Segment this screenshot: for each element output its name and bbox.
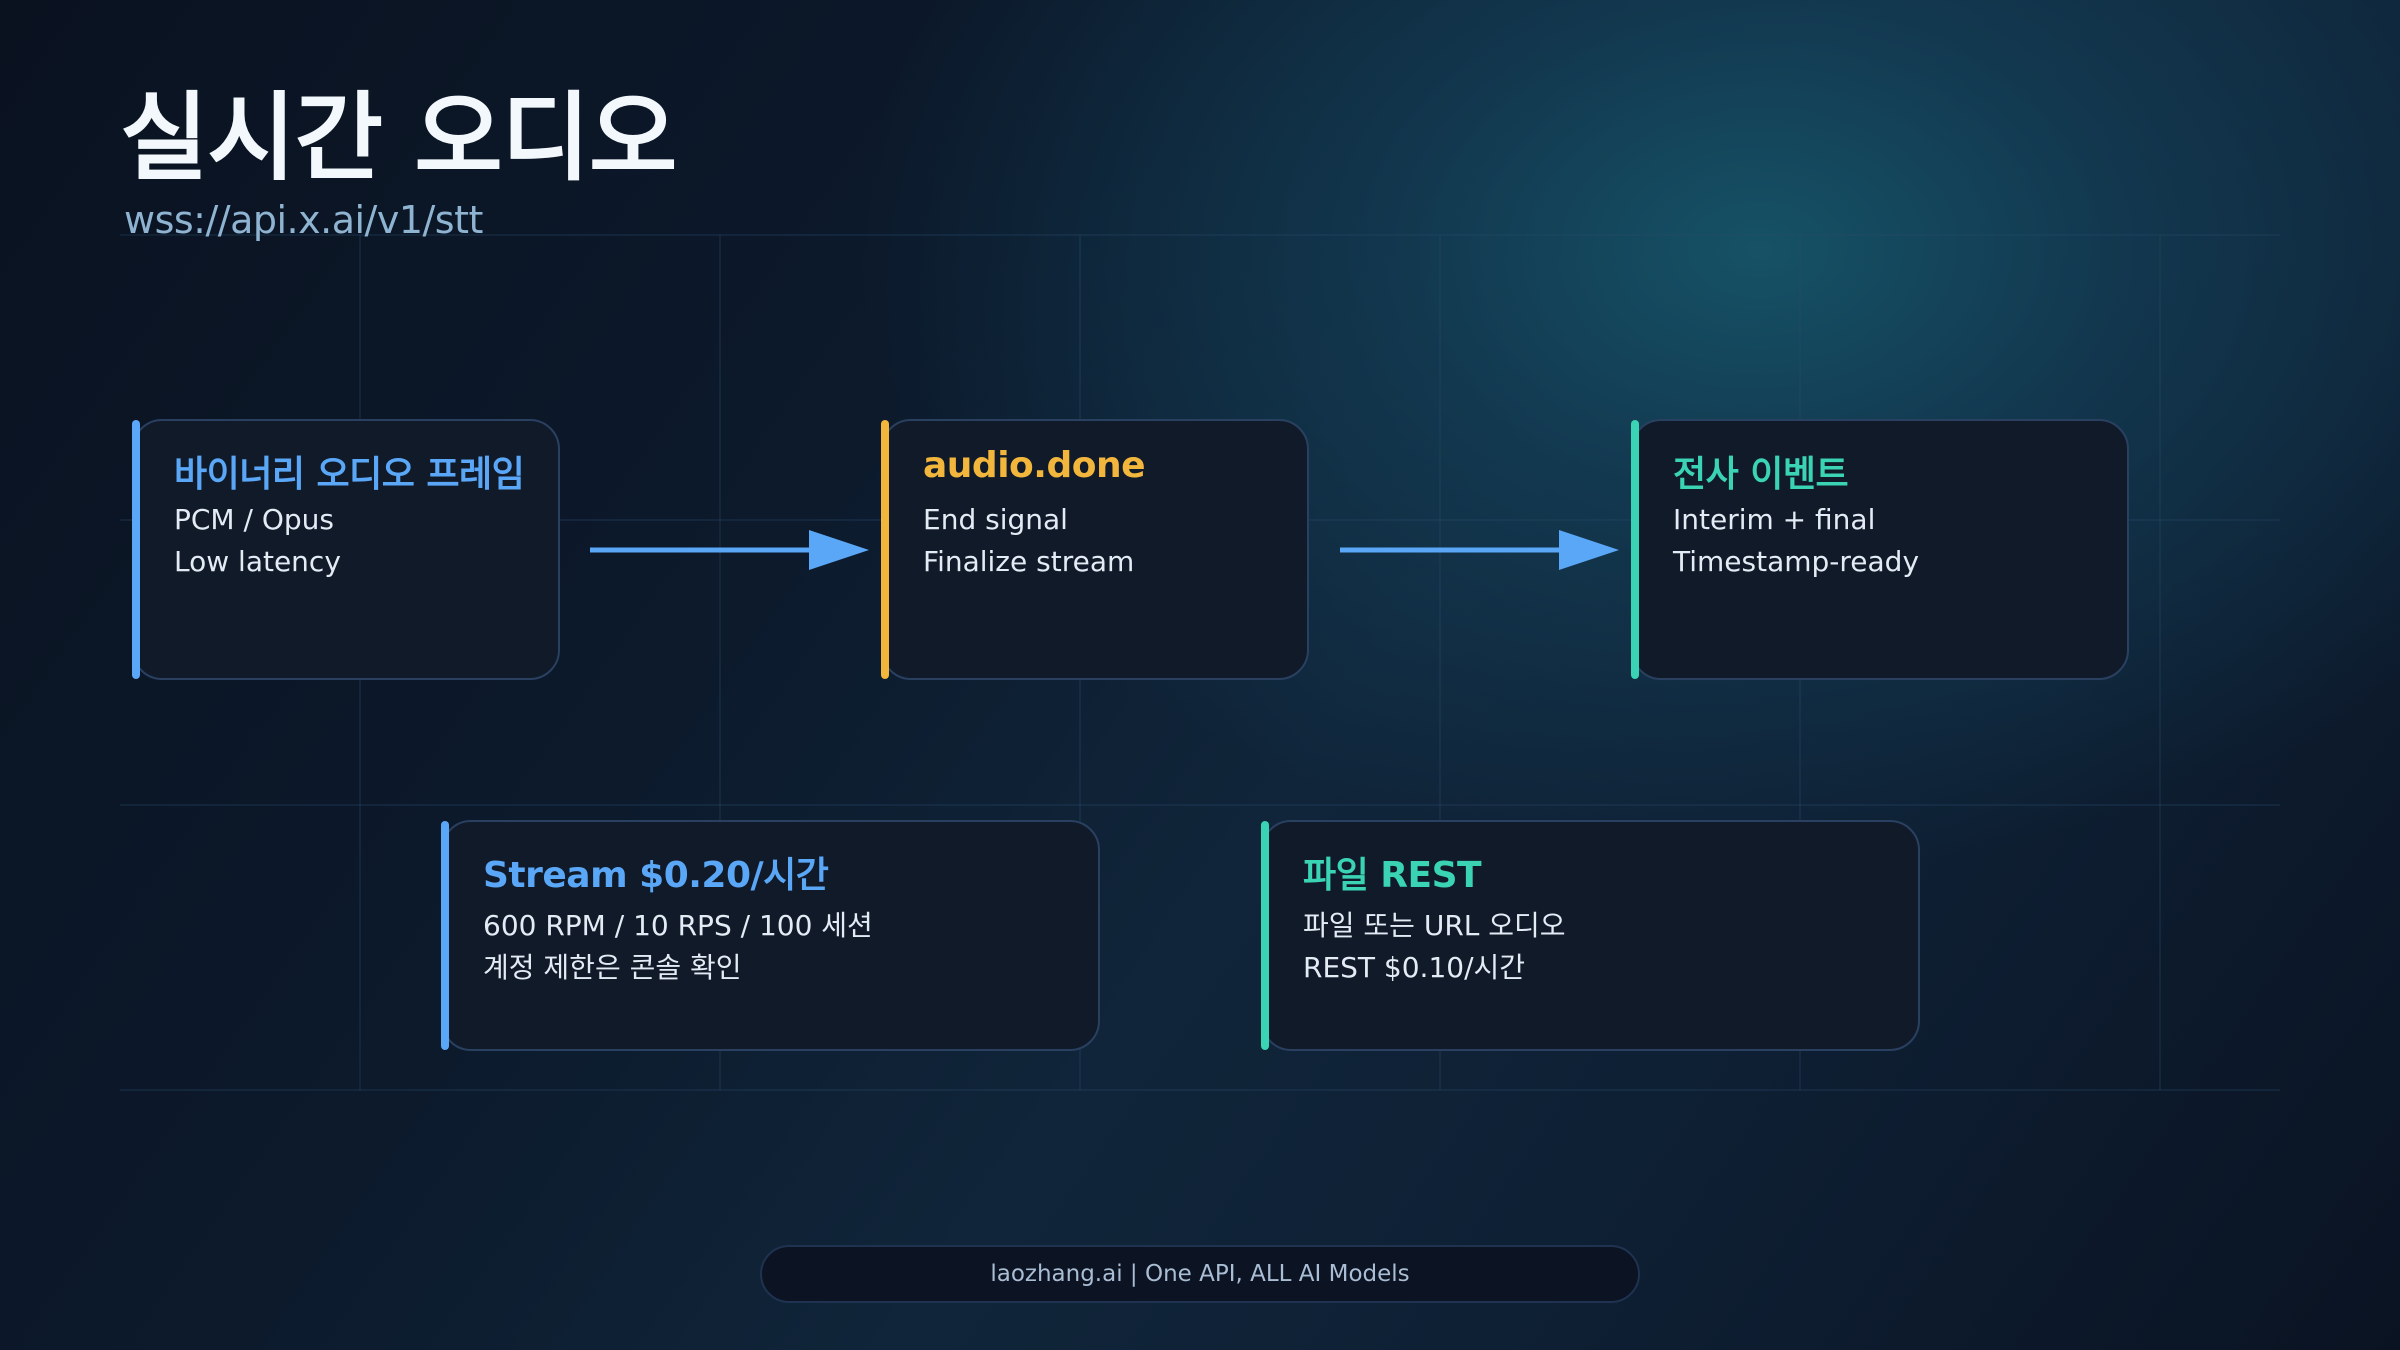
card-title: audio.done [923, 445, 1146, 486]
card-line: Timestamp-ready [1673, 545, 1920, 578]
page-title: 실시간 오디오 [120, 82, 677, 194]
card-title: 파일 REST [1303, 855, 1482, 896]
flow-card-audio-done: audio.done End signal Finalize stream [881, 419, 1309, 680]
card-title: 전사 이벤트 [1673, 454, 1849, 495]
card-line: 계정 제한은 콘솔 확인 [483, 951, 742, 984]
card-title: Stream $0.20/시간 [483, 855, 829, 896]
arrow-right-icon [1340, 530, 1619, 570]
footer-text: laozhang.ai | One API, ALL AI Models [990, 1261, 1410, 1287]
card-line: Finalize stream [923, 545, 1135, 578]
accent-bar [441, 821, 449, 1050]
card-line: REST $0.10/시간 [1303, 951, 1526, 984]
accent-bar [132, 420, 140, 679]
accent-bar [881, 420, 889, 679]
footer-banner: laozhang.ai | One API, ALL AI Models [760, 1245, 1640, 1303]
card-line: Interim + final [1673, 503, 1876, 536]
card-line: Low latency [174, 545, 341, 578]
arrow-right-icon [590, 530, 869, 570]
pricing-card-stream: Stream $0.20/시간 600 RPM / 10 RPS / 100 세… [441, 820, 1100, 1051]
flow-card-binary-audio-frame: 바이너리 오디오 프레임 PCM / Opus Low latency [132, 419, 560, 680]
flow-card-transcription-events: 전사 이벤트 Interim + final Timestamp-ready [1631, 419, 2129, 680]
card-line: End signal [923, 503, 1068, 536]
accent-bar [1631, 420, 1639, 679]
card-title: 바이너리 오디오 프레임 [174, 454, 525, 495]
endpoint-url: wss://api.x.ai/v1/stt [124, 198, 483, 242]
card-line: 600 RPM / 10 RPS / 100 세션 [483, 909, 873, 942]
card-line: 파일 또는 URL 오디오 [1303, 909, 1566, 942]
pricing-card-file-rest: 파일 REST 파일 또는 URL 오디오 REST $0.10/시간 [1261, 820, 1920, 1051]
card-line: PCM / Opus [174, 503, 334, 536]
accent-bar [1261, 821, 1269, 1050]
